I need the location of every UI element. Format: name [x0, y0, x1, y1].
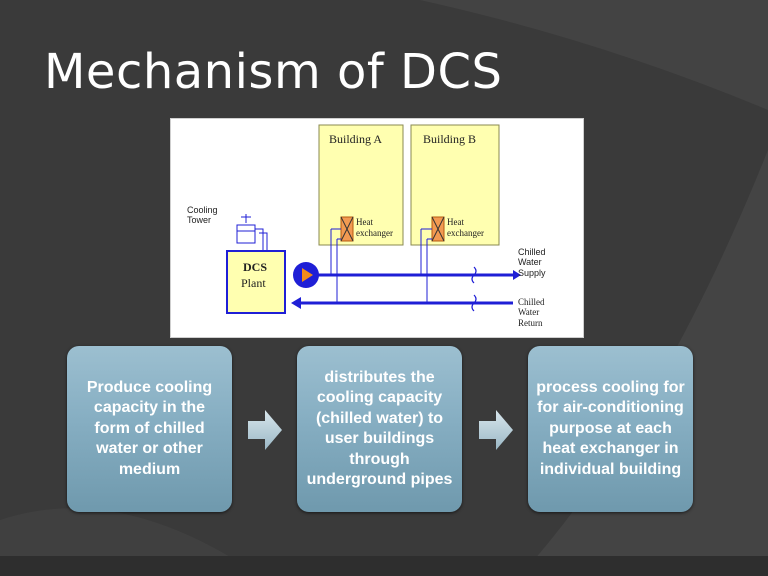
return-label-2: Water	[518, 307, 539, 317]
building-b-label: Building B	[423, 132, 476, 146]
heat-exchanger-a-icon	[340, 216, 354, 242]
step-1-text: Produce cooling capacity in the form of …	[86, 378, 213, 478]
return-label-1: Chilled	[518, 297, 545, 307]
return-label-3: Return	[518, 318, 543, 328]
heat-exchanger-b-label-1: Heat	[447, 217, 464, 227]
dcs-plant-label-1: DCS	[243, 260, 267, 274]
cooling-tower-label-1: Cooling	[187, 205, 218, 215]
step-produce-cooling: Produce cooling capacity in the form of …	[67, 346, 232, 512]
step-process-cooling: process cooling for for air-conditioning…	[528, 346, 693, 512]
heat-exchanger-a-label-2: exchanger	[356, 228, 393, 238]
arrow-right-icon	[479, 410, 513, 450]
step-distribute-chilled-water: distributes the cooling capacity (chille…	[297, 346, 462, 512]
building-a-label: Building A	[329, 132, 382, 146]
step-2-text: distributes the cooling capacity (chille…	[306, 368, 453, 489]
pipe-break-return-icon	[471, 294, 477, 312]
heat-exchanger-b-label-2: exchanger	[447, 228, 484, 238]
building-a-box	[318, 124, 404, 246]
dcs-diagram: Building A Building B Heat exchanger Hea…	[170, 118, 584, 338]
arrow-right-icon	[248, 410, 282, 450]
pipe-break-supply-icon	[471, 266, 477, 284]
cooling-tower-label-2: Tower	[187, 215, 211, 225]
supply-label-3: Supply	[518, 268, 546, 278]
dcs-plant-box	[226, 250, 286, 314]
return-arrowhead-icon	[291, 297, 301, 309]
supply-label-1: Chilled	[518, 247, 546, 257]
slide-title: Mechanism of DCS	[44, 44, 503, 100]
pump-icon	[293, 262, 319, 288]
supply-arrowhead-icon	[513, 270, 521, 280]
heat-exchanger-b-icon	[431, 216, 445, 242]
heat-exchanger-a-label-1: Heat	[356, 217, 373, 227]
cooling-tower-icon	[236, 214, 268, 251]
building-b-box	[410, 124, 500, 246]
supply-label-2: Water	[518, 257, 542, 267]
dcs-plant-label-2: Plant	[241, 276, 266, 290]
step-3-text: process cooling for for air-conditioning…	[536, 378, 685, 478]
